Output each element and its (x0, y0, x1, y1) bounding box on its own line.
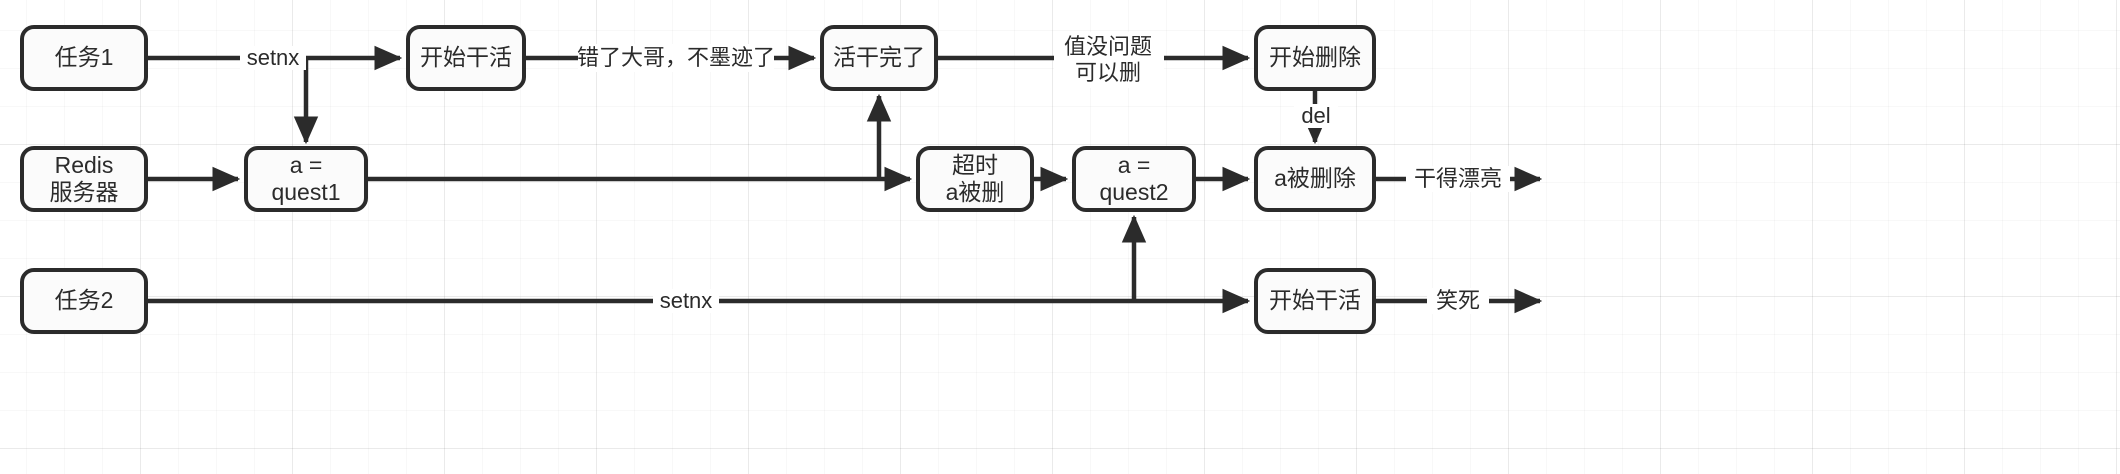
edge-label-mistake-text: 错了大哥，不墨迹了 (577, 45, 775, 70)
node-timeout-a-deleted[interactable]: 超时 a被删 (916, 146, 1034, 212)
edge-label-mistake: 错了大哥，不墨迹了 (577, 44, 775, 72)
node-a-quest2-box[interactable] (1072, 146, 1196, 212)
node-work-done-label: 活干完了 (833, 44, 925, 70)
edge-label-setnx-bottom: setnx (653, 288, 719, 313)
node-redis-server-box[interactable] (20, 146, 148, 212)
node-start-work-bottom-box[interactable] (1254, 268, 1376, 334)
node-redis-server-label-line1: Redis (55, 152, 114, 178)
node-timeout-a-deleted-label-line1: 超时 (952, 152, 998, 178)
node-timeout-a-deleted-label-line2: a被删 (946, 179, 1005, 205)
edge-label-value-ok-line1: 值没问题 (1064, 34, 1152, 59)
node-a-quest2-label-line2: quest2 (1099, 179, 1168, 205)
node-work-done[interactable]: 活干完了 (820, 25, 938, 91)
node-start-work-bottom[interactable]: 开始干活 (1254, 268, 1376, 334)
node-start-work-top-label: 开始干活 (420, 44, 512, 70)
edge-label-setnx-top-text: setnx (247, 45, 300, 70)
node-task1-box[interactable] (20, 25, 148, 91)
node-redis-server[interactable]: Redis 服务器 (20, 146, 148, 212)
node-a-quest2-label-line1: a = (1118, 152, 1151, 178)
edge-label-lol: 笑死 (1427, 288, 1489, 314)
node-start-work-top[interactable]: 开始干活 (406, 25, 526, 91)
node-start-delete-label: 开始删除 (1269, 44, 1361, 70)
node-redis-server-label-line2: 服务器 (50, 179, 119, 205)
edge-label-del-text: del (1301, 103, 1330, 128)
edge-label-lol-text: 笑死 (1436, 288, 1480, 313)
edge-label-setnx-top: setnx (240, 45, 306, 70)
node-start-delete[interactable]: 开始删除 (1254, 25, 1376, 91)
edge-label-setnx-bottom-text: setnx (660, 288, 713, 313)
edge-label-del: del (1294, 103, 1338, 128)
node-start-work-top-box[interactable] (406, 25, 526, 91)
node-a-quest1[interactable]: a = quest1 (244, 146, 368, 212)
node-a-deleted-label: a被删除 (1274, 165, 1356, 191)
edge-label-value-ok-line2: 可以删 (1075, 60, 1141, 85)
node-task1-label: 任务1 (55, 44, 114, 70)
node-start-work-bottom-label: 开始干活 (1269, 287, 1361, 313)
node-task2-label: 任务2 (55, 287, 114, 313)
edge-label-nice-job: 干得漂亮 (1406, 166, 1510, 192)
node-a-quest1-label-line2: quest1 (271, 179, 340, 205)
node-task1[interactable]: 任务1 (20, 25, 148, 91)
edge-label-nice-job-text: 干得漂亮 (1414, 166, 1502, 191)
node-start-delete-box[interactable] (1254, 25, 1376, 91)
node-a-deleted[interactable]: a被删除 (1254, 146, 1376, 212)
edge-label-value-ok: 值没问题 可以删 (1054, 32, 1164, 88)
node-a-quest1-box[interactable] (244, 146, 368, 212)
node-a-quest2[interactable]: a = quest2 (1072, 146, 1196, 212)
node-timeout-a-deleted-box[interactable] (916, 146, 1034, 212)
node-work-done-box[interactable] (820, 25, 938, 91)
node-task2[interactable]: 任务2 (20, 268, 148, 334)
node-task2-box[interactable] (20, 268, 148, 334)
node-a-deleted-box[interactable] (1254, 146, 1376, 212)
node-a-quest1-label-line1: a = (290, 152, 323, 178)
